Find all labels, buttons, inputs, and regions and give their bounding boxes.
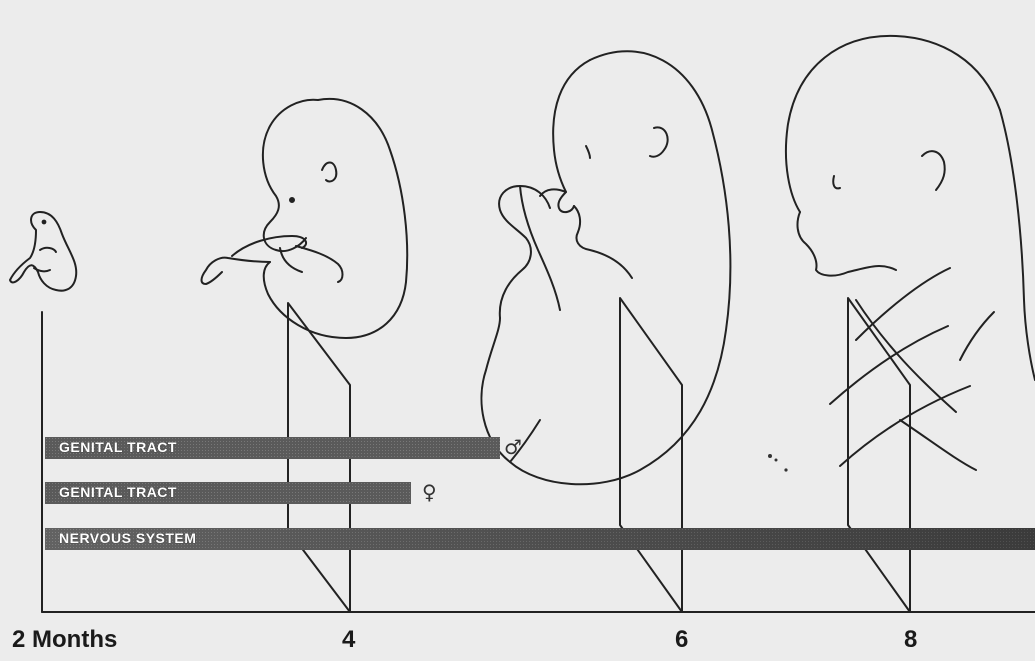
genital-tract-female-bar: GENITAL TRACT (45, 482, 411, 504)
plane-marker-6 (620, 298, 682, 612)
bar-label: NERVOUS SYSTEM (59, 530, 196, 546)
month-label-6: 6 (675, 626, 688, 654)
month-label-2: 2 Months (12, 626, 117, 654)
male-symbol-icon: ♂ (504, 435, 522, 459)
nervous-system-bar: NERVOUS SYSTEM (45, 528, 1035, 550)
plane-marker-8 (848, 298, 910, 612)
month-label-8: 8 (904, 626, 917, 654)
fetus-4-months-illustration (202, 99, 408, 338)
ink-specks (768, 454, 788, 472)
genital-tract-male-bar: GENITAL TRACT (45, 437, 500, 459)
month-label-4: 4 (342, 626, 355, 654)
fetus-2-months-illustration (10, 212, 76, 291)
bar-label: GENITAL TRACT (59, 439, 177, 455)
fetus-6-months-illustration (481, 51, 730, 484)
bar-label: GENITAL TRACT (59, 484, 177, 500)
female-symbol-icon: ♀ (422, 480, 437, 504)
